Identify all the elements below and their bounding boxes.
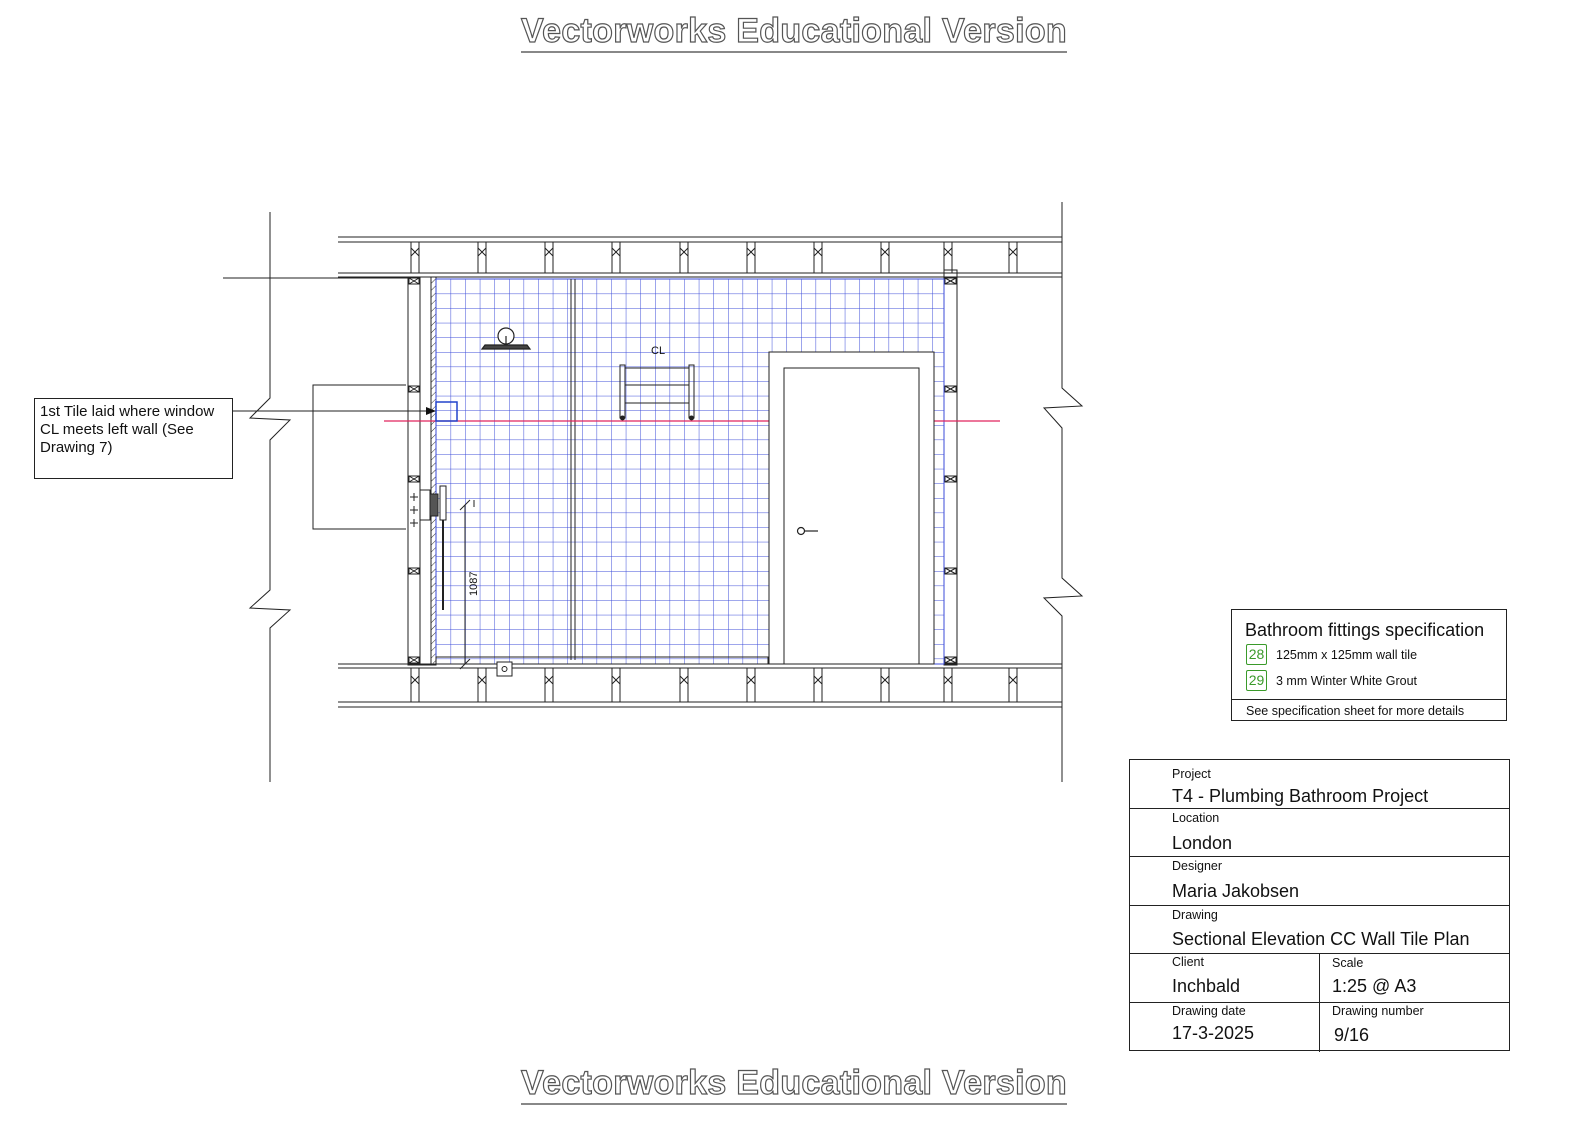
number-value: 9/16 (1334, 1025, 1370, 1045)
ceiling-joists (410, 241, 1018, 274)
cl-label: CL (651, 345, 665, 357)
callout-leader (233, 384, 436, 530)
joist (746, 241, 756, 274)
stud-noggin (408, 277, 420, 285)
joist (611, 667, 621, 703)
stud-noggin (944, 567, 957, 575)
right-wall (943, 269, 958, 666)
watermark-top: Vectorworks Educational Version (0, 11, 1588, 53)
stud-noggin (408, 567, 420, 575)
ceiling-structure (338, 236, 1062, 278)
shower-head (480, 327, 532, 350)
joist (943, 241, 953, 274)
spec-text: 125mm x 125mm wall tile (1276, 647, 1418, 662)
door-handle-icon (796, 526, 818, 536)
stud-noggin (944, 475, 957, 483)
left-wall (407, 276, 437, 666)
tile-start-callout: 1st Tile laid where window CL meets left… (34, 398, 233, 479)
joist (544, 667, 554, 703)
spec-title: Bathroom fittings specification (1245, 620, 1485, 640)
joist (880, 667, 890, 703)
stud-noggin (944, 656, 957, 664)
spec-text: 3 mm Winter White Grout (1276, 673, 1417, 688)
joist (880, 241, 890, 274)
left-break-line (248, 212, 292, 782)
stud-noggin (408, 475, 420, 483)
callout-text: 1st Tile laid where window CL meets left… (40, 403, 215, 456)
right-break-line (1042, 202, 1084, 782)
title-block: Project T4 - Plumbing Bathroom Project L… (1129, 759, 1510, 1052)
client-value: Inchbald (1172, 976, 1241, 996)
shower-tray (435, 656, 769, 665)
watermark-bottom: Vectorworks Educational Version (0, 1063, 1588, 1105)
joist (410, 667, 420, 703)
drawing-label: Drawing (1172, 908, 1218, 922)
joist (679, 667, 689, 703)
spec-tag: 29 (1246, 670, 1267, 691)
designer-label: Designer (1172, 859, 1223, 873)
number-label: Drawing number (1332, 1004, 1424, 1018)
towel-rail (619, 364, 695, 421)
stud-noggin (408, 656, 420, 664)
joist (544, 241, 554, 274)
joist (813, 241, 823, 274)
spec-footer: See specification sheet for more details (1232, 699, 1506, 718)
stud-noggin (408, 385, 420, 393)
joist (410, 241, 420, 274)
dimension-label: 1087 (468, 572, 480, 596)
plus-marks (410, 493, 418, 527)
floor-drain (496, 661, 513, 677)
joist (611, 241, 621, 274)
spec-tag: 28 (1246, 644, 1267, 665)
first-tile-marker (435, 401, 458, 422)
joist (746, 667, 756, 703)
door (768, 351, 935, 665)
date-label: Drawing date (1172, 1004, 1246, 1018)
mixer-valve (419, 485, 447, 610)
joist (477, 667, 487, 703)
project-value: T4 - Plumbing Bathroom Project (1172, 786, 1429, 806)
stud-noggin (944, 385, 957, 393)
date-value: 17-3-2025 (1172, 1023, 1255, 1043)
project-label: Project (1172, 767, 1211, 781)
joist (477, 241, 487, 274)
joist (813, 667, 823, 703)
stud-noggin (944, 277, 957, 285)
scale-value: 1:25 @ A3 (1332, 976, 1417, 996)
joist (679, 241, 689, 274)
left-wall-studs (408, 277, 420, 664)
floor-joists (410, 667, 1018, 703)
joist (943, 667, 953, 703)
client-label: Client (1172, 955, 1204, 969)
specification-legend: Bathroom fittings specification 28 125mm… (1231, 609, 1507, 721)
spec-item: 28 125mm x 125mm wall tile (1246, 644, 1417, 665)
right-wall-studs (944, 277, 957, 664)
scale-label: Scale (1332, 956, 1364, 970)
location-label: Location (1172, 811, 1220, 825)
designer-value: Maria Jakobsen (1172, 881, 1300, 901)
dimension-line (459, 499, 475, 670)
drawing-value: Sectional Elevation CC Wall Tile Plan (1172, 929, 1470, 949)
joist (1008, 667, 1018, 703)
spec-item: 29 3 mm Winter White Grout (1246, 670, 1417, 691)
joist (1008, 241, 1018, 274)
location-value: London (1172, 833, 1233, 853)
floor-structure (338, 663, 1062, 708)
